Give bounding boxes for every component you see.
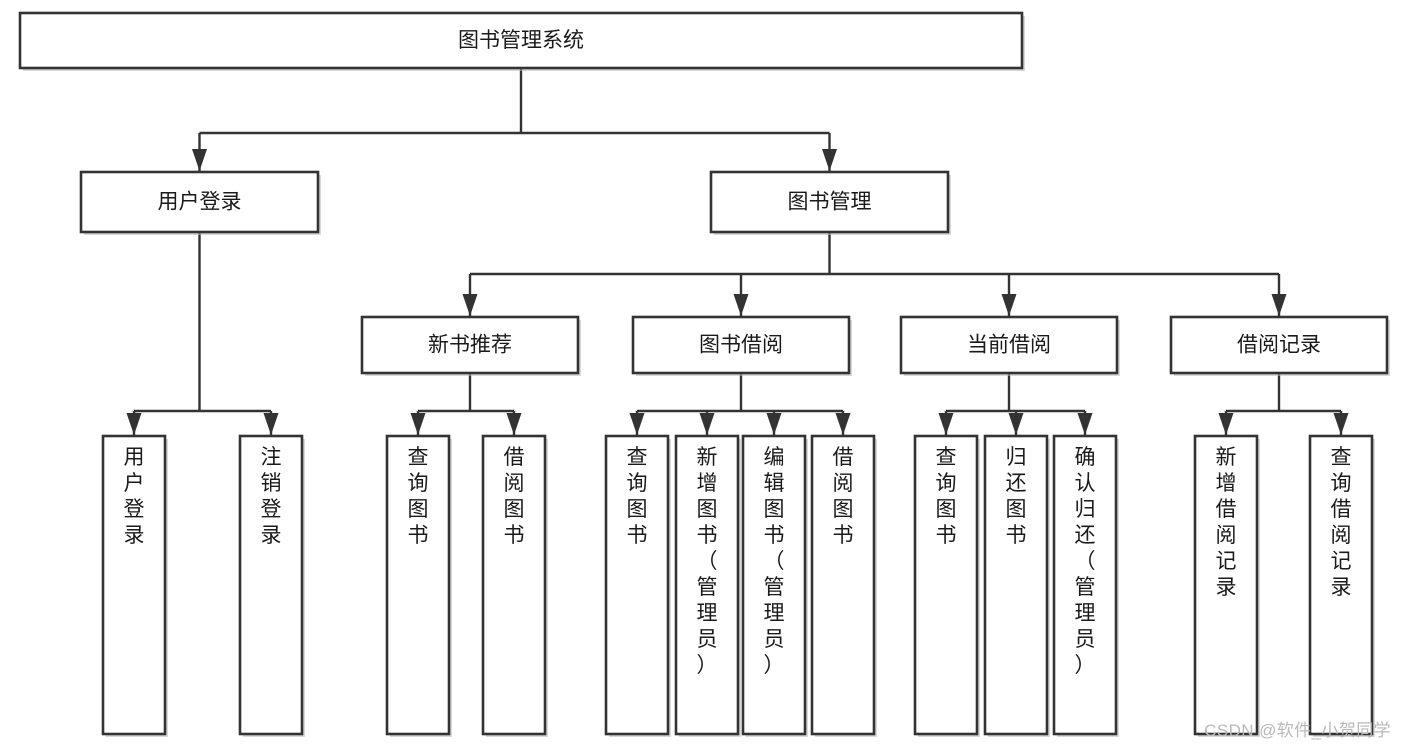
node-box-leaf-6[interactable]: 编辑图书（管理员） (741, 434, 808, 737)
node-box-leaf-4[interactable]: 查询图书 (604, 434, 671, 737)
arrow-head-icon (506, 413, 522, 435)
node-box-leaf-8[interactable]: 查询图书 (913, 434, 980, 737)
node-outline (481, 434, 547, 736)
node-label: 借阅图书 (833, 446, 854, 547)
node-label: 新书推荐 (428, 334, 512, 357)
node-outline (1193, 434, 1259, 736)
connector-layer (126, 68, 1349, 435)
node-box-leaf-12[interactable]: 查询借阅记录 (1308, 434, 1375, 737)
node-label: 查询图书 (408, 446, 429, 547)
node-label: 查询借阅记录 (1331, 446, 1352, 599)
arrow-head-icon (1218, 413, 1234, 435)
node-outline (983, 434, 1049, 736)
node-outline (631, 315, 851, 375)
node-outline (810, 434, 876, 736)
node-label: 图书管理系统 (458, 29, 584, 52)
node-label: 新增图书（管理员） (697, 446, 718, 677)
node-outline (741, 434, 807, 736)
node-label: 图书管理 (788, 191, 872, 214)
node-outline (604, 434, 670, 736)
node-outline (18, 11, 1024, 70)
node-label: 用户登录 (124, 446, 145, 547)
node-box-l2-1[interactable]: 图书借阅 (631, 315, 852, 376)
node-box-leaf-1[interactable]: 注销登录 (238, 434, 305, 737)
node-box-leaf-11[interactable]: 新增借阅记录 (1193, 434, 1260, 737)
node-box-l2-2[interactable]: 当前借阅 (899, 315, 1120, 376)
node-outline (913, 434, 979, 736)
node-label: 查询图书 (936, 446, 957, 547)
node-box-leaf-0[interactable]: 用户登录 (101, 434, 168, 737)
arrow-head-icon (263, 413, 279, 435)
node-layer: 图书管理系统用户登录图书管理新书推荐图书借阅当前借阅借阅记录用户登录注销登录查询… (18, 11, 1390, 737)
node-box-leaf-3[interactable]: 借阅图书 (481, 434, 548, 737)
arrow-head-icon (1333, 413, 1349, 435)
node-outline (674, 434, 740, 736)
node-label: 用户登录 (158, 191, 242, 214)
arrow-head-icon (1008, 413, 1024, 435)
node-box-leaf-5[interactable]: 新增图书（管理员） (674, 434, 741, 737)
node-outline (1308, 434, 1374, 736)
node-label: 当前借阅 (967, 334, 1051, 357)
arrow-head-icon (835, 413, 851, 435)
node-outline (360, 315, 580, 375)
arrow-head-icon (629, 413, 645, 435)
node-box-root-0[interactable]: 图书管理系统 (18, 11, 1025, 71)
arrow-head-icon (733, 294, 749, 316)
arrow-head-icon (462, 294, 478, 316)
node-box-l1-1[interactable]: 图书管理 (709, 170, 951, 235)
node-label: 查询图书 (627, 446, 648, 547)
node-label: 归还图书 (1006, 446, 1027, 547)
node-box-l1-0[interactable]: 用户登录 (79, 170, 321, 235)
arrow-head-icon (192, 149, 207, 171)
node-outline (1169, 315, 1389, 375)
arrow-head-icon (699, 413, 715, 435)
node-label: 注销登录 (261, 446, 282, 547)
arrow-head-icon (938, 413, 954, 435)
node-label: 确认归还（管理员） (1075, 446, 1096, 677)
node-outline (385, 434, 451, 736)
node-label: 图书借阅 (699, 334, 783, 357)
arrow-head-icon (1271, 294, 1287, 316)
node-box-l2-0[interactable]: 新书推荐 (360, 315, 581, 376)
arrow-head-icon (410, 413, 426, 435)
node-label: 新增借阅记录 (1216, 446, 1237, 599)
node-outline (238, 434, 304, 736)
node-box-leaf-10[interactable]: 确认归还（管理员） (1052, 434, 1119, 737)
node-outline (709, 170, 950, 234)
arrow-head-icon (126, 413, 142, 435)
node-box-leaf-7[interactable]: 借阅图书 (810, 434, 877, 737)
node-outline (101, 434, 167, 736)
arrow-head-icon (766, 413, 782, 435)
node-label: 编辑图书（管理员） (764, 446, 785, 677)
node-box-leaf-2[interactable]: 查询图书 (385, 434, 452, 737)
node-label: 借阅图书 (504, 446, 525, 547)
node-outline (79, 170, 320, 234)
node-label: 借阅记录 (1237, 334, 1321, 357)
arrow-head-icon (1001, 294, 1017, 316)
node-outline (1052, 434, 1118, 736)
node-box-l2-3[interactable]: 借阅记录 (1169, 315, 1390, 376)
arrow-head-icon (1077, 413, 1093, 435)
arrow-head-icon (822, 149, 837, 171)
node-box-leaf-9[interactable]: 归还图书 (983, 434, 1050, 737)
node-outline (899, 315, 1119, 375)
